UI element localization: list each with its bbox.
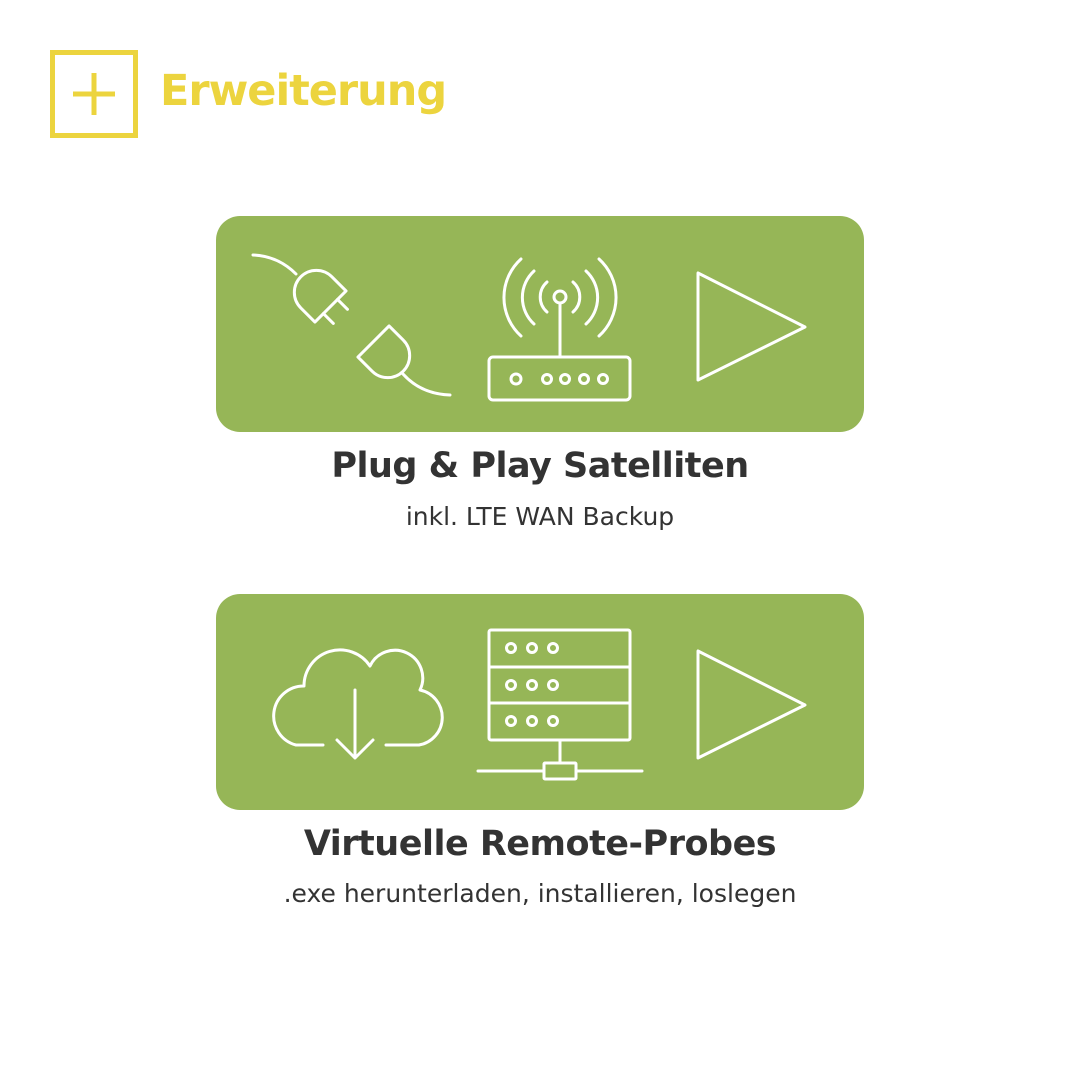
page-heading: Erweiterung (160, 66, 447, 116)
plug-and-play-card[interactable] (216, 216, 864, 432)
remote-probes-card[interactable] (216, 594, 864, 810)
server-icon (476, 628, 644, 781)
card-title: Virtuelle Remote-Probes (303, 824, 777, 864)
router-icon (487, 257, 632, 402)
play-icon[interactable] (696, 271, 807, 382)
card-title: Plug & Play Satelliten (331, 446, 749, 486)
plug-icon (251, 253, 452, 397)
cloud-download-icon (272, 648, 444, 760)
card-subtitle: .exe herunterladen, installieren, losleg… (283, 879, 797, 908)
card-subtitle: inkl. LTE WAN Backup (405, 502, 675, 531)
plus-square-icon (50, 50, 138, 138)
play-icon[interactable] (696, 649, 807, 760)
